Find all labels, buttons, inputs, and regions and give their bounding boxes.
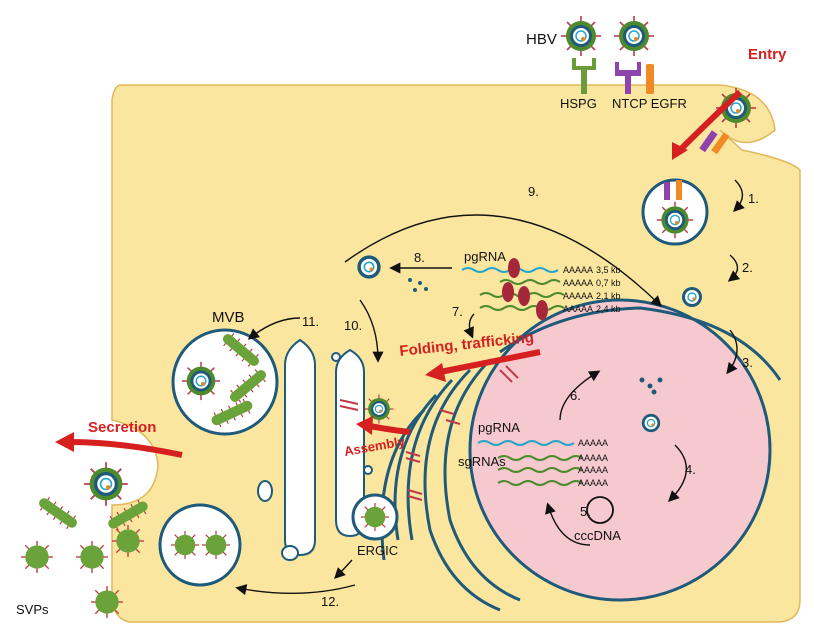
nuclear-transcripts (477, 440, 583, 486)
step-3: 3. (742, 355, 753, 370)
cccdna-circle (586, 496, 614, 524)
pgrna-cyto-label: pgRNA (464, 249, 506, 264)
hbv-label: HBV (526, 31, 557, 48)
secreted-svp-2 (75, 540, 109, 574)
step-6: 6. (570, 388, 581, 403)
transcript-size-1: 3,5 kb (596, 265, 621, 275)
nucleus (468, 298, 772, 602)
folding-arrow (425, 349, 541, 382)
step-4: 4. (685, 462, 696, 477)
golgi-hbsag-marks (339, 399, 359, 411)
sgrnas-label: sgRNAs (458, 454, 506, 469)
step-labels: 1. 2. 3. 4. 5. 6. 7. 8. 9. 10. 11. 12. (302, 184, 759, 609)
ergic-label: ERGIC (357, 543, 398, 558)
recycled-capsid (356, 254, 382, 280)
step-7: 7. (452, 304, 463, 319)
vesicle-svp-2 (201, 530, 231, 560)
step-9: 9. (528, 184, 539, 199)
hspg-receptor (572, 58, 596, 94)
transcript-size-4: 2,4 kb (596, 304, 621, 314)
step-arrows (235, 179, 745, 596)
entry-arrow (677, 89, 743, 153)
transcript-tails-cyto: AAAAA 3,5 kb AAAAA 0,7 kb AAAAA 2,1 kb A… (563, 265, 621, 314)
step-2: 2. (742, 260, 753, 275)
ergic-svp (360, 502, 390, 532)
nuclear-tail-2: AAAAA (578, 453, 608, 463)
transcript-tail-4: AAAAA (563, 304, 593, 314)
bound-receptors (699, 130, 730, 155)
step-11: 11. (302, 314, 319, 329)
nuclear-capsid-dots (639, 377, 663, 395)
secreted-rod-1 (34, 492, 82, 534)
hbv-virion-free-1 (560, 15, 602, 57)
mvb-label: MVB (212, 309, 245, 326)
secreted-svp-4 (90, 585, 124, 619)
nuclear-tail-3: AAAAA (578, 465, 608, 475)
cccdna-label: cccDNA (574, 528, 621, 543)
transcript-tails-nuclear: AAAAA AAAAA AAAAA AAAAA (578, 438, 608, 488)
nuclear-envelope (499, 306, 782, 381)
hspg-label: HSPG (560, 96, 597, 111)
hbv-virion-free-2 (613, 15, 655, 57)
secretion-arrow (55, 432, 183, 458)
secretory-vesicle (158, 503, 242, 587)
transcript-size-3: 2,1 kb (596, 291, 621, 301)
transcript-size-2: 0,7 kb (596, 278, 621, 288)
ntcp-receptor (615, 62, 641, 94)
golgi-cisterna-1 (284, 338, 316, 557)
entry-label: Entry (748, 46, 787, 63)
secreted-svp-1 (20, 540, 54, 574)
er-hbsag-marks (405, 365, 519, 501)
nuclear-tail-4: AAAAA (578, 478, 608, 488)
transcript-tail-3: AAAAA (563, 291, 593, 301)
vesicle-svp-1 (170, 530, 200, 560)
transcript-tail-2: AAAAA (563, 278, 593, 288)
step-12: 12. (321, 594, 339, 609)
dots-cyto (408, 278, 428, 292)
secreted-virion (83, 461, 129, 507)
step-5: 5. (580, 504, 591, 519)
pgrna-nuclear-label: pgRNA (478, 420, 520, 435)
ribosomes (502, 258, 548, 320)
svps-label: SVPs (16, 602, 49, 617)
nuclear-capsid (641, 413, 661, 433)
step-8: 8. (414, 250, 425, 265)
golgi-cisterna-2 (335, 348, 365, 538)
transcript-tail-1: AAAAA (563, 265, 593, 275)
step-1: 1. (748, 191, 759, 206)
assembly-arrow (356, 416, 411, 435)
egfr-receptor (646, 64, 654, 94)
secreted-svp-3 (111, 524, 145, 558)
nuclear-tail-1: AAAAA (578, 438, 608, 448)
secretion-label: Secretion (88, 419, 156, 436)
uncoated-capsid-cyto (681, 286, 703, 308)
ntcp-egfr-label: NTCP EGFR (612, 96, 687, 111)
step-10: 10. (344, 318, 362, 333)
